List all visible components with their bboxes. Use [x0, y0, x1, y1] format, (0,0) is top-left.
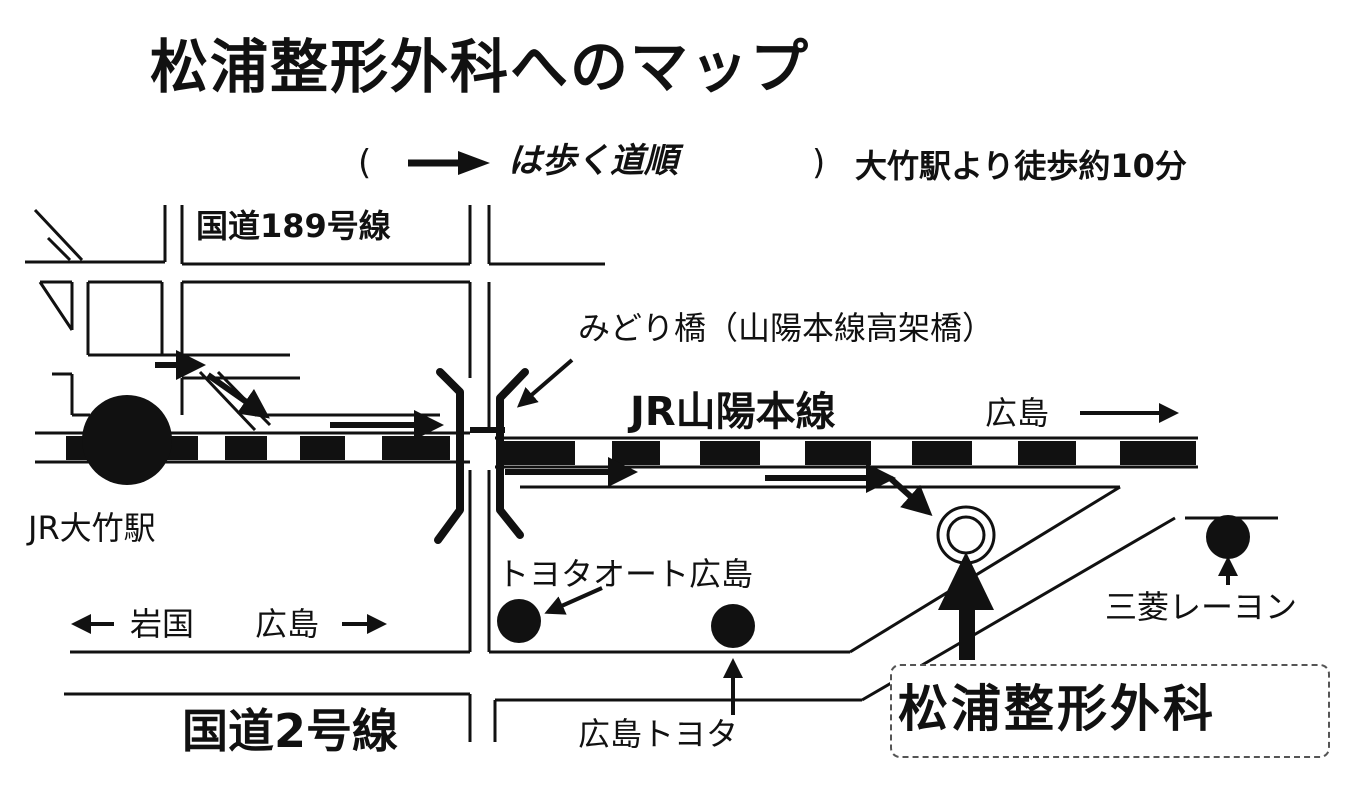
legend-close-paren: )	[812, 143, 826, 183]
mitsubishi-rayon-label: 三菱レーヨン	[1105, 588, 1298, 626]
road-network	[25, 205, 1278, 742]
hiroshima-toyota-marker	[711, 604, 755, 648]
to-hiroshima-label: 広島	[985, 394, 1050, 432]
hiroshima-toyota-label: 広島トヨタ	[578, 715, 739, 753]
toyota-auto-marker	[497, 599, 541, 643]
jr-otake-station-label: JR大竹駅	[28, 509, 156, 547]
jr-otake-station-marker	[82, 395, 172, 485]
legend-note: は歩く道順	[508, 141, 678, 181]
clinic-big-arrow-icon	[938, 552, 994, 660]
pointer-arrows	[71, 358, 1238, 715]
page-title: 松浦整形外科へのマップ	[150, 33, 811, 101]
hiroshima-direction-label: 広島	[255, 605, 320, 643]
clinic-label: 松浦整形外科	[898, 680, 1216, 738]
toyota-auto-label: トヨタオート広島	[497, 555, 754, 593]
route-2-label: 国道2号線	[182, 704, 399, 758]
route-189-label: 国道189号線	[196, 207, 391, 245]
midori-bridge	[434, 368, 529, 544]
mitsubishi-rayon-marker	[1206, 515, 1250, 559]
walk-info: 大竹駅より徒歩約10分	[855, 147, 1187, 185]
rail-track-right	[497, 441, 1196, 465]
walking-route-arrows	[155, 350, 933, 517]
iwakuni-direction-label: 岩国	[130, 605, 195, 643]
jr-sanyo-line-label: JR山陽本線	[630, 389, 836, 435]
legend-arrow-icon	[408, 151, 490, 175]
midori-bridge-label: みどり橋（山陽本線高架橋）	[578, 309, 995, 347]
clinic-label-box	[890, 664, 1330, 758]
legend-open-paren: (	[358, 143, 372, 183]
